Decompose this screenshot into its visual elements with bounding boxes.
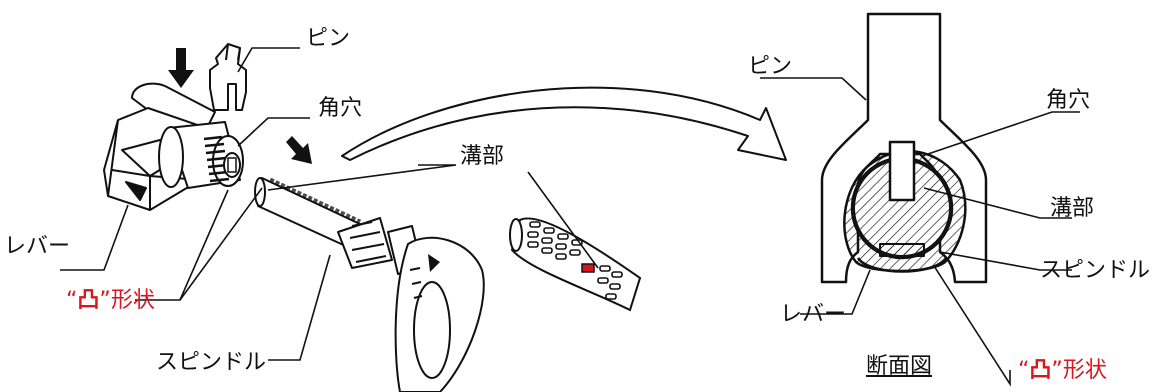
label-spindle-right: スピンドル (1040, 258, 1151, 283)
label-pin-right: ピン (748, 54, 793, 79)
shape-label-left: “凸”形状 (66, 290, 155, 312)
convex-shape-glyph: 凸 (77, 288, 100, 313)
shape-close-quote: ” (99, 288, 111, 313)
shape-label-right: “凸”形状 (1018, 360, 1107, 382)
label-lever-left: レバー (4, 234, 71, 259)
label-pin-left: ピン (306, 26, 351, 51)
shape-open-quote: “ (1018, 358, 1030, 383)
curved-transition-arrow-icon (341, 86, 787, 161)
label-square-hole-right: 角穴 (1046, 88, 1091, 113)
label-square-hole-left: 角穴 (318, 96, 363, 121)
label-spindle-left: スピンドル (156, 350, 267, 375)
shape-open-quote: “ (66, 288, 78, 313)
diagonal-arrow-icon (286, 136, 312, 164)
spindle-zoom (509, 217, 642, 312)
label-lever-right: レバー (780, 302, 847, 327)
pin-part-left (209, 43, 247, 111)
spindle-part-left (254, 177, 485, 392)
leader-lines (60, 47, 1080, 387)
shape-suffix: 形状 (110, 288, 155, 313)
lever-body (103, 82, 244, 211)
shape-suffix: 形状 (1062, 358, 1107, 383)
label-section-view: 断面図 (866, 354, 933, 379)
down-arrow-icon (168, 48, 194, 88)
cross-section-view (820, 12, 988, 284)
label-groove-top: 溝部 (460, 144, 505, 169)
convex-shape-glyph: 凸 (1029, 358, 1052, 383)
label-groove-right: 溝部 (1050, 196, 1095, 221)
shape-close-quote: ” (1051, 358, 1063, 383)
